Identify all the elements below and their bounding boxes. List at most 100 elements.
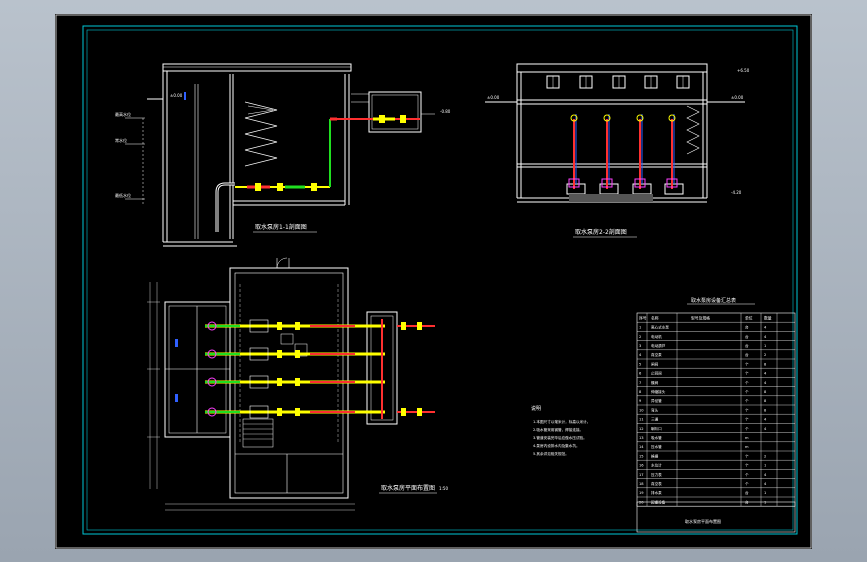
section-2-2-title: 取水泵房2-2剖面图: [575, 228, 627, 236]
title-block: [636, 501, 796, 533]
table-cell: 闸阀: [651, 361, 659, 366]
table-cell: 电动机: [651, 334, 662, 339]
table-cell: 蝶阀: [651, 380, 659, 385]
table-cell: 8: [639, 390, 642, 394]
table-cell: 台: [745, 352, 749, 357]
table-cell: 止回阀: [651, 371, 662, 376]
table-cell: 1: [764, 344, 766, 348]
section-2-2-view: [485, 63, 745, 203]
table-cell: 压水管: [651, 444, 662, 449]
note-5: 5.其余详见相关规范。: [533, 451, 569, 456]
table-header-cell: 名称: [651, 315, 659, 320]
svg-text:最高水位: 最高水位: [115, 111, 131, 117]
table-cell: 4: [639, 353, 642, 357]
inner-frame: [82, 25, 798, 535]
svg-text:最低水位: 最低水位: [115, 192, 131, 198]
table-header-cell: 单位: [745, 315, 753, 320]
table-title: 取水泵房设备汇总表: [691, 297, 736, 304]
svg-text:+6.50: +6.50: [737, 68, 750, 73]
table-cell: 离心式水泵: [651, 325, 669, 330]
svg-text:-4.20: -4.20: [731, 190, 742, 195]
section-1-1-view: [125, 63, 435, 247]
table-cell: 1: [639, 326, 641, 330]
table-cell: 真空泵: [651, 352, 662, 357]
section-1-1-title: 取水泵房1-1剖面图: [255, 223, 307, 231]
table-cell: 6: [639, 372, 642, 376]
note-4: 4.泵房内设排水沟及集水坑。: [533, 443, 580, 448]
table-cell: 14: [639, 445, 644, 449]
table-cell: 排水泵: [651, 490, 662, 495]
inner-frame-2: [86, 29, 794, 531]
table-cell: 个: [745, 463, 749, 468]
outer-frame: [55, 14, 812, 549]
table-cell: 1: [764, 464, 766, 468]
section-2-2-annotations: ±0.00 ±0.00 +6.50 -4.20: [487, 68, 750, 195]
table-cell: 8: [764, 399, 767, 403]
table-cell: 12: [639, 427, 644, 431]
table-cell: 11: [639, 418, 644, 422]
table-cell: 7: [639, 381, 641, 385]
notes-block: 说明 1.本图尺寸以毫米计，标高以米计。 2.吸水管采用钢管，焊接连接。 3.管…: [531, 405, 590, 456]
table-cell: 15: [639, 454, 644, 458]
table-cell: 个: [745, 398, 749, 403]
table-cell: 2: [764, 353, 766, 357]
plan-title: 取水泵房平面布置图: [381, 484, 435, 492]
svg-text:±0.00: ±0.00: [731, 95, 744, 100]
table-cell: 10: [639, 408, 644, 412]
table-cell: 个: [745, 380, 749, 385]
table-cell: 个: [745, 417, 749, 422]
table-cell: 1: [764, 491, 766, 495]
table-cell: 真空表: [651, 481, 662, 486]
table-cell: 水位计: [651, 463, 662, 468]
table-cell: 4: [764, 335, 767, 339]
svg-text:±0.00: ±0.00: [170, 93, 183, 98]
drawing-sheet[interactable]: 最高水位常水位最低水位 ±0.00 -0.80 取水泵房1-1剖面图: [55, 14, 812, 549]
table-cell: 2: [764, 454, 766, 458]
table-cell: 13: [639, 436, 644, 440]
table-cell: 个: [745, 389, 749, 394]
section-1-1-pipes: [184, 92, 420, 232]
table-cell: 16: [639, 464, 644, 468]
table-cell: 4: [764, 372, 767, 376]
plan-valves: [277, 322, 422, 416]
table-cell: 压力表: [651, 472, 662, 477]
table-cell: 个: [745, 472, 749, 477]
table-cell: 个: [745, 426, 749, 431]
table-cell: 个: [745, 481, 749, 486]
table-cell: 5: [639, 362, 641, 366]
table-cell: 4: [764, 326, 767, 330]
table-cell: 异径管: [651, 398, 662, 403]
table-cell: 吸水管: [651, 435, 662, 440]
table-cell: 8: [764, 390, 767, 394]
table-cell: 17: [639, 473, 644, 477]
table-cell: 20: [639, 500, 644, 504]
plan-pipes: [205, 319, 435, 419]
table-cell: 三通: [651, 417, 659, 422]
svg-text:±0.00: ±0.00: [487, 95, 500, 100]
note-3: 3.管道安装完毕后应做水压试验。: [533, 435, 587, 440]
table-cell: 喇叭口: [651, 426, 662, 431]
table-cell: 1: [764, 500, 766, 504]
table-cell: 个: [745, 453, 749, 458]
section-2-2-pipes: [568, 114, 678, 189]
table-header-cell: 型号及规格: [691, 315, 710, 320]
table-cell: 台: [745, 343, 749, 348]
svg-text:常水位: 常水位: [115, 137, 127, 143]
table-cell: 弯头: [651, 407, 659, 412]
section-1-1-valves: [255, 115, 406, 191]
table-cell: 格栅: [651, 453, 659, 458]
svg-text:-0.80: -0.80: [440, 109, 451, 114]
table-cell: 2: [639, 335, 641, 339]
table-cell: 4: [764, 381, 767, 385]
note-1: 1.本图尺寸以毫米计，标高以米计。: [533, 419, 590, 424]
table-cell: 4: [764, 418, 767, 422]
table-cell: m: [745, 436, 749, 440]
plan-scale: 1:50: [439, 486, 448, 491]
note-2: 2.吸水管采用钢管，焊接连接。: [533, 427, 583, 432]
plan-view: [147, 257, 398, 511]
table-cell: 个: [745, 361, 749, 366]
